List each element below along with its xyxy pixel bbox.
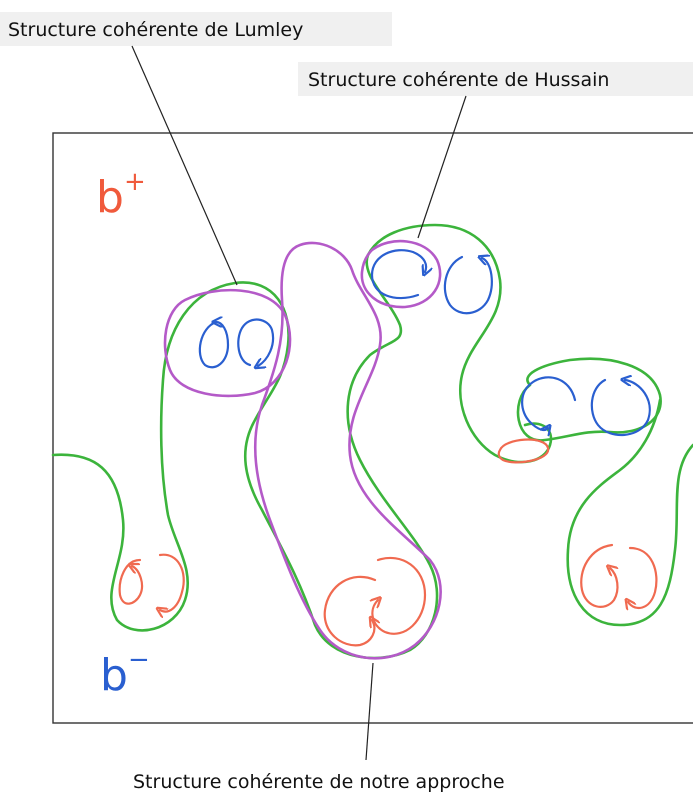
region-label-b-plus: b + [96,167,146,223]
red-vortex-center-2 [372,556,427,635]
red-vortex-small-ellipse [497,438,550,464]
blue-vortex-right-1 [521,376,577,430]
label-approach: Structure cohérente de notre approche [133,771,505,793]
blue-vortex-hussain-1 [370,249,426,300]
red-vortex-left-2 [160,553,185,612]
b-minus-sign: − [128,645,150,675]
red-vortex-right-2 [628,546,658,608]
green-contour-right-upper [516,357,662,442]
label-lumley: Structure cohérente de Lumley [8,19,303,41]
leader-line-lumley [131,45,238,286]
green-contour-right-lower [566,398,693,627]
b-plus-base: b [96,172,124,223]
domain-frame [52,132,693,724]
purple-contour-approach [254,241,442,660]
label-background-hussain [298,62,693,96]
blue-vortex-right-2 [590,380,651,437]
purple-contour-lumley [163,288,292,398]
blue-vortex-lumley-1 [198,322,230,369]
leader-line-hussain [417,95,467,239]
red-vortex-right-1 [580,543,617,608]
b-minus-base: b [100,650,128,701]
green-contour-left [51,223,553,660]
blue-vortex-lumley-2 [237,318,275,366]
purple-contour-hussain [360,239,442,309]
red-vortex-left-1 [118,558,144,605]
blue-vortex-hussain-2 [443,257,493,315]
label-hussain: Structure cohérente de Hussain [308,69,609,91]
label-background-lumley [0,12,392,46]
leader-line-approach [365,662,374,761]
red-vortex-center-1 [323,575,375,647]
region-label-b-minus: b − [100,645,150,701]
b-plus-sign: + [124,167,146,197]
